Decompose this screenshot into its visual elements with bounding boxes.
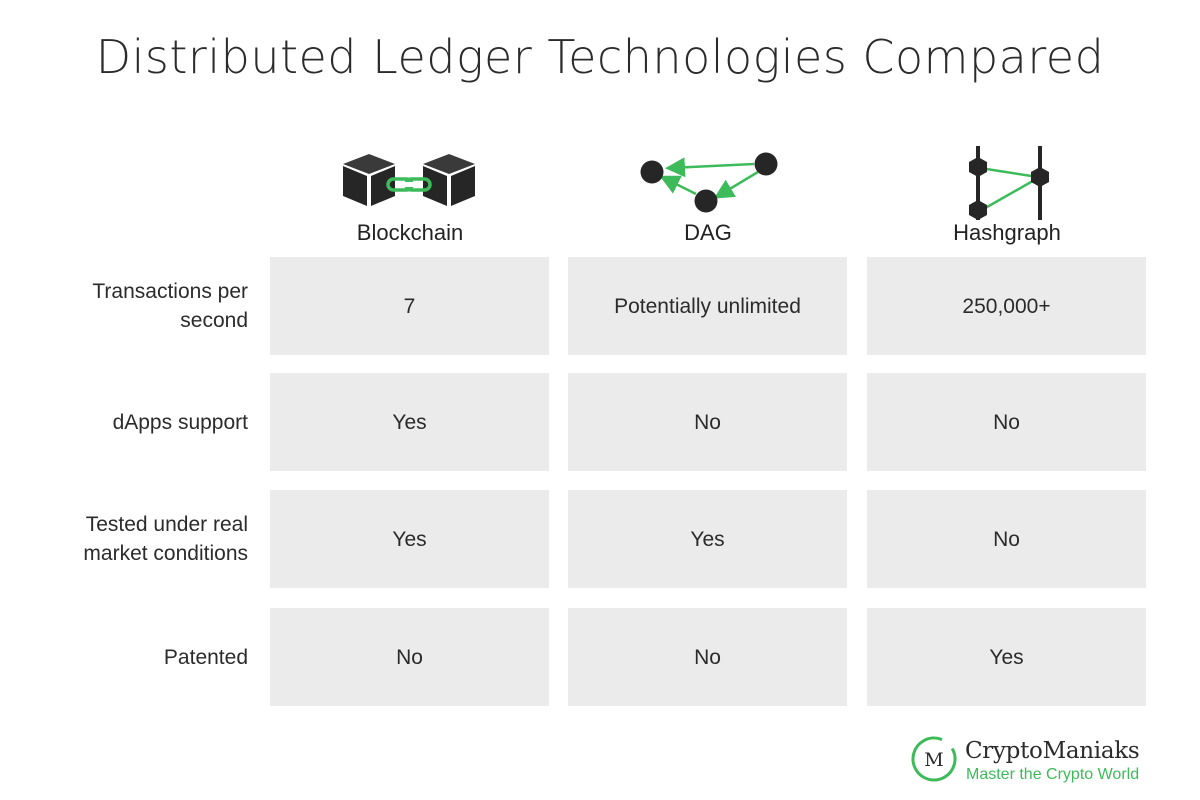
cell-dapps-hashgraph: No bbox=[867, 373, 1146, 471]
cell-transactions-hashgraph: 250,000+ bbox=[867, 257, 1146, 355]
row-label-tested: Tested under real market conditions bbox=[83, 513, 248, 565]
hashgraph-icon bbox=[960, 140, 1060, 225]
cell-transactions-blockchain: 7 bbox=[270, 257, 549, 355]
cell-tested-blockchain: Yes bbox=[270, 490, 549, 588]
logo-mark-letter: M bbox=[924, 749, 943, 771]
row-label-dapps: dApps support bbox=[112, 410, 248, 434]
cell-patented-blockchain: No bbox=[270, 608, 549, 706]
dag-icon bbox=[638, 140, 784, 225]
cell-transactions-dag: Potentially unlimited bbox=[568, 257, 847, 355]
cell-tested-dag: Yes bbox=[568, 490, 847, 588]
brand-tagline: Master the Crypto World bbox=[966, 766, 1140, 783]
column-header-blockchain: Blockchain bbox=[356, 220, 464, 245]
cell-patented-hashgraph: Yes bbox=[867, 608, 1146, 706]
cryptomaniaks-logo: M CryptoManiaks Master the Crypto World bbox=[910, 735, 1180, 787]
blockchain-icon bbox=[343, 140, 475, 225]
row-label-patented: Patented bbox=[163, 645, 248, 669]
cell-patented-dag: No bbox=[568, 608, 847, 706]
cell-tested-hashgraph: No bbox=[867, 490, 1146, 588]
logo-mark-icon: M bbox=[911, 736, 957, 782]
page-title: Distributed Ledger Technologies Compared bbox=[95, 30, 1105, 84]
column-header-hashgraph: Hashgraph bbox=[953, 220, 1061, 245]
cell-dapps-blockchain: Yes bbox=[270, 373, 549, 471]
brand-name: CryptoManiaks bbox=[965, 738, 1140, 764]
row-label-transactions: Transactions per second bbox=[92, 280, 248, 332]
column-header-dag: DAG bbox=[684, 220, 732, 245]
cell-dapps-dag: No bbox=[568, 373, 847, 471]
